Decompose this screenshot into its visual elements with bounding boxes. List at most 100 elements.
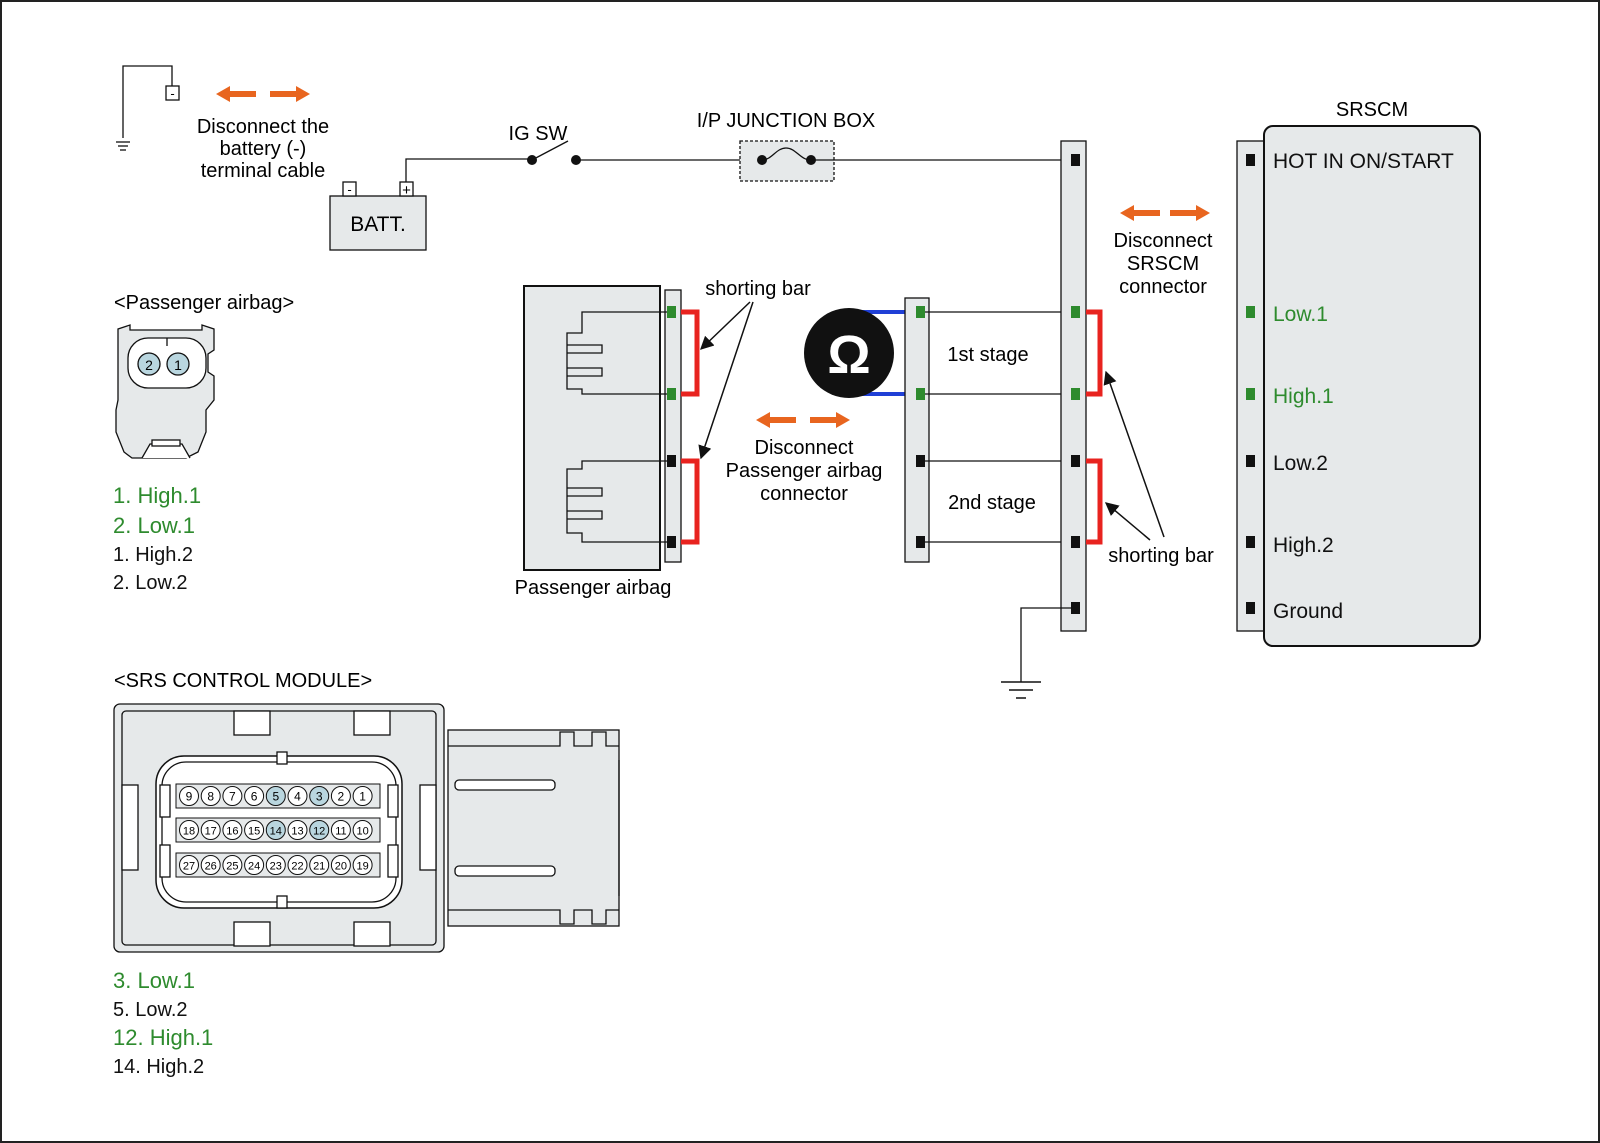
- battery-disconnect-text-2: battery (-): [220, 138, 307, 160]
- passenger-disconnect-text-2: Passenger airbag: [726, 460, 883, 482]
- srs-pin-26: [200, 855, 221, 875]
- srs-pin-label-13: 13: [291, 826, 303, 838]
- srs-pin-label-23: 23: [270, 861, 282, 873]
- passenger-shorting-bar-1: [681, 309, 700, 397]
- srs-pin-7: [222, 786, 243, 806]
- second-stage-label: 2nd stage: [948, 492, 1036, 514]
- shorting-bar-arrow-left-1: [700, 301, 751, 350]
- srscm-pin-ground: Ground: [1273, 600, 1343, 623]
- srs-pin-label-3: 3: [316, 790, 323, 804]
- ig-switch-label: IG SW: [509, 123, 568, 145]
- srs-pin-10: [352, 820, 373, 840]
- srs-pin-5: [265, 786, 286, 806]
- chassis-ground-icon: [1001, 607, 1072, 699]
- battery: - + BATT.: [329, 181, 427, 251]
- passenger-pin-legend-1: 1. High.1: [113, 483, 201, 508]
- battery-disconnect-text-1: Disconnect the: [197, 116, 329, 138]
- srscm-pin-low-1: Low.1: [1273, 303, 1328, 326]
- srs-pin-label-27: 27: [183, 861, 195, 873]
- srscm-disconnect-text-2: SRSCM: [1127, 253, 1199, 275]
- srs-pin-22: [287, 855, 308, 875]
- srs-pin-4: [287, 786, 308, 806]
- disconnect-arrow-passenger: [756, 412, 850, 428]
- srs-pin-12: [309, 820, 330, 840]
- srs-pin-9: [179, 786, 199, 806]
- srs-pin-24: [244, 855, 265, 875]
- srscm-module: [1236, 125, 1481, 647]
- srs-pin-27: [179, 855, 199, 875]
- battery-label: BATT.: [350, 213, 406, 236]
- srs-pin-label-14: 14: [270, 826, 282, 838]
- passenger-airbag-connector-face: 2 1: [115, 324, 215, 459]
- srs-pin-label-18: 18: [183, 826, 195, 838]
- srs-pin-label-2: 2: [338, 790, 345, 804]
- srs-pin-label-20: 20: [335, 861, 347, 873]
- srs-pin-label-12: 12: [313, 826, 325, 838]
- srs-pin-legend-1: 3. Low.1: [113, 968, 195, 993]
- passenger-pin-legend-4: 2. Low.2: [113, 572, 188, 594]
- srs-pin-legend-2: 5. Low.2: [113, 999, 188, 1021]
- srs-pin-16: [222, 820, 243, 840]
- srs-pin-legend-4: 14. High.2: [113, 1056, 204, 1078]
- supply-wire-battery-to-switch: [405, 158, 530, 182]
- passenger-pin-1-label: 1: [174, 357, 182, 373]
- srs-pin-21: [309, 855, 330, 875]
- passenger-airbag-section-title: <Passenger airbag>: [114, 292, 294, 314]
- junction-box: [739, 140, 835, 182]
- test-harness-pin: [916, 536, 925, 548]
- srs-pin-label-21: 21: [313, 861, 325, 873]
- srs-pin-label-10: 10: [356, 826, 368, 838]
- disconnect-arrow-srscm: [1120, 205, 1210, 221]
- srscm-pin-low-2: Low.2: [1273, 452, 1328, 475]
- srscm-shorting-bar-2: [1086, 458, 1103, 545]
- passenger-airbag-component: [523, 285, 700, 571]
- srs-pin-label-19: 19: [356, 861, 368, 873]
- srs-pin-label-6: 6: [251, 790, 258, 804]
- junction-box-label: I/P JUNCTION BOX: [697, 110, 876, 132]
- shorting-bar-label-right: shorting bar: [1108, 545, 1214, 567]
- srs-pin-6: [244, 786, 265, 806]
- shorting-bar-arrow-left-2: [698, 301, 754, 460]
- srs-pin-1: [352, 786, 373, 806]
- srscm-disconnect-text-1: Disconnect: [1114, 230, 1213, 252]
- shorting-bar-arrow-right-2: [1104, 502, 1151, 541]
- srs-pin-label-16: 16: [226, 826, 238, 838]
- srs-pin-label-7: 7: [229, 790, 236, 804]
- srs-pin-label-5: 5: [272, 790, 279, 804]
- srs-pin-label-11: 11: [335, 826, 346, 838]
- srs-pin-2: [330, 786, 351, 806]
- srs-pin-label-24: 24: [248, 861, 260, 873]
- ignition-switch: [527, 140, 581, 165]
- srs-pin-label-26: 26: [205, 861, 217, 873]
- ohm-icon: Ω: [827, 325, 870, 385]
- first-stage-label: 1st stage: [947, 344, 1028, 366]
- ohmmeter: Ω: [804, 308, 918, 398]
- passenger-pin-2-label: 2: [145, 357, 153, 373]
- srscm-shorting-bar-1: [1086, 309, 1103, 397]
- passenger-pin-legend-3: 1. High.2: [113, 544, 193, 566]
- battery-ground-symbol: -: [116, 65, 180, 151]
- srs-pin-label-17: 17: [205, 826, 217, 838]
- srs-pin-13: [287, 820, 308, 840]
- srs-pin-15: [244, 820, 265, 840]
- shorting-bar-arrow-right-1: [1103, 370, 1165, 538]
- harness-connector-column: [1060, 140, 1103, 632]
- shorting-bar-label-left: shorting bar: [705, 278, 811, 300]
- srs-pin-legend-3: 12. High.1: [113, 1025, 213, 1050]
- srs-pin-3: [309, 786, 330, 806]
- passenger-pin-legend-2: 2. Low.1: [113, 513, 195, 538]
- srs-pin-20: [330, 855, 351, 875]
- srs-pin-17: [200, 820, 221, 840]
- srs-pin-23: [265, 855, 286, 875]
- battery-plus-terminal: +: [402, 182, 411, 199]
- test-harness-pin: [916, 306, 925, 318]
- test-harness-pin: [916, 455, 925, 467]
- srs-pin-label-4: 4: [294, 790, 301, 804]
- stage-wires: [925, 311, 1072, 543]
- disconnect-arrow-battery: [216, 86, 310, 102]
- battery-disconnect-text-3: terminal cable: [201, 160, 326, 182]
- srs-pin-8: [200, 786, 221, 806]
- srs-pin-19: [352, 855, 373, 875]
